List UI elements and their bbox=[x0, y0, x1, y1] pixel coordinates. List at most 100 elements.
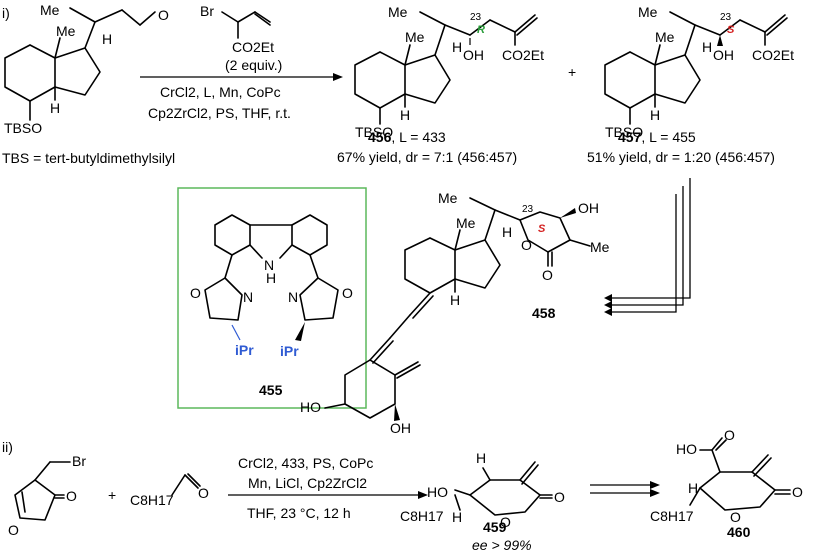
h-label: H bbox=[650, 107, 660, 123]
ligand-455: N H O N iPr O N iPr bbox=[190, 214, 353, 359]
conditions-2-line-1: CrCl2, 433, PS, CoPc bbox=[238, 455, 373, 471]
part-i-label: i) bbox=[2, 5, 10, 21]
yield-457: 51% yield, dr = 1:20 (456:457) bbox=[587, 149, 775, 165]
h-label: H bbox=[502, 224, 512, 240]
plus-sign: + bbox=[568, 64, 576, 80]
starting-aldehyde: Me H H Me O TBSO bbox=[4, 2, 169, 136]
oxygen-label: O bbox=[521, 237, 532, 253]
alkyl-chain-label: C8H17 bbox=[400, 508, 444, 524]
part-ii-label: ii) bbox=[2, 439, 13, 455]
h-label: H bbox=[452, 509, 462, 525]
bromine-label: Br bbox=[72, 453, 86, 469]
stereo-label: S bbox=[538, 223, 546, 235]
hydroxyl-label: OH bbox=[713, 47, 734, 63]
stereo-label: S bbox=[727, 24, 735, 36]
methyl-label: Me bbox=[438, 190, 458, 206]
position-label: 23 bbox=[470, 12, 482, 23]
nh-nitrogen-label: N bbox=[264, 257, 274, 273]
tbso-label: TBSO bbox=[605, 124, 643, 140]
h-label: H bbox=[688, 480, 698, 496]
svg-text:456, L = 433: 456, L = 433 bbox=[368, 129, 446, 145]
h-label: H bbox=[476, 450, 486, 466]
h-label: H bbox=[702, 39, 712, 55]
ligand-433-label: L = 433 bbox=[399, 129, 446, 145]
conditions-2-line-3: THF, 23 °C, 12 h bbox=[247, 505, 351, 521]
compound-456-label: 456 bbox=[368, 129, 392, 145]
conditions-2-line-2: Mn, LiCl, Cp2ZrCl2 bbox=[248, 475, 367, 491]
equiv-label: (2 equiv.) bbox=[225, 57, 282, 73]
hydroxyl-label: OH bbox=[578, 200, 599, 216]
stereo-label: R bbox=[477, 24, 485, 36]
conditions-line-2: Cp2ZrCl2, PS, THF, r.t. bbox=[148, 105, 291, 121]
hydroxyl-label: HO bbox=[427, 484, 448, 500]
ligand-455-label: L = 455 bbox=[649, 129, 696, 145]
compound-458: Me H H Me 23 S O O OH Me HO OH bbox=[300, 190, 610, 436]
ee-label: ee > 99% bbox=[472, 537, 532, 553]
alkyl-chain-label: C8H17 bbox=[650, 508, 694, 524]
methyl-label: Me bbox=[655, 29, 675, 45]
bromomethyl-butenolide: Br O O bbox=[8, 453, 86, 538]
bromine-label: Br bbox=[200, 3, 214, 19]
methyl-label: Me bbox=[638, 4, 658, 20]
compound-460-label: 460 bbox=[727, 524, 751, 540]
methyl-label: Me bbox=[56, 23, 76, 39]
oxygen-label: O bbox=[724, 427, 735, 443]
oxygen-label: O bbox=[792, 484, 803, 500]
yield-456: 67% yield, dr = 7:1 (456:457) bbox=[337, 149, 517, 165]
hydroxyl-label: OH bbox=[463, 47, 484, 63]
h-label: H bbox=[102, 31, 112, 47]
compound-458-label: 458 bbox=[532, 305, 556, 321]
multistep-arrow bbox=[604, 178, 691, 316]
nitrogen-label: N bbox=[243, 289, 253, 305]
methyl-label: Me bbox=[456, 215, 476, 231]
tbso-label: TBSO bbox=[355, 124, 393, 140]
conditions-line-1: CrCl2, L, Mn, CoPc bbox=[160, 84, 281, 100]
methyl-label: Me bbox=[40, 2, 60, 18]
alkyl-chain-label: C8H17 bbox=[130, 492, 174, 508]
methyl-label: Me bbox=[590, 239, 610, 255]
isopropyl-label: iPr bbox=[280, 343, 299, 359]
h-label: H bbox=[452, 39, 462, 55]
nh-hydrogen-label: H bbox=[266, 270, 276, 286]
tbso-label: TBSO bbox=[4, 120, 42, 136]
product-456: Me H H Me 23 R OH CO2Et TBSO bbox=[354, 4, 544, 140]
oxygen-label: O bbox=[342, 285, 353, 301]
isopropyl-label: iPr bbox=[235, 342, 254, 358]
h-label: H bbox=[450, 292, 460, 308]
nonanal: C8H17 O bbox=[130, 473, 209, 508]
hydroxyl-label: OH bbox=[390, 420, 411, 436]
position-label: 23 bbox=[720, 12, 732, 23]
compound-459-label: 459 bbox=[483, 519, 507, 535]
methyl-label: Me bbox=[388, 4, 408, 20]
product-460: HO O H O O C8H17 bbox=[650, 427, 803, 525]
hydroxyl-label: HO bbox=[676, 441, 697, 457]
oxygen-label: O bbox=[158, 7, 169, 23]
multistep-arrow bbox=[590, 481, 660, 497]
oxygen-label: O bbox=[730, 509, 741, 525]
oxygen-label: O bbox=[8, 522, 19, 538]
methyl-label: Me bbox=[405, 29, 425, 45]
arrowhead bbox=[333, 73, 343, 81]
ester-label: CO2Et bbox=[752, 47, 794, 63]
allyl-bromide-reagent: Br CO2Et (2 equiv.) bbox=[200, 3, 282, 73]
ester-label: CO2Et bbox=[232, 39, 274, 55]
product-459: H O O HO H C8H17 bbox=[400, 450, 565, 530]
product-457: Me H H Me 23 S OH CO2Et TBSO bbox=[604, 4, 794, 140]
oxygen-label: O bbox=[66, 488, 77, 504]
tbs-definition: TBS = tert-butyldimethylsilyl bbox=[2, 150, 175, 166]
h-label: H bbox=[50, 100, 60, 116]
svg-text:457, L = 455: 457, L = 455 bbox=[618, 129, 696, 145]
h-label: H bbox=[400, 107, 410, 123]
oxygen-label: O bbox=[554, 489, 565, 505]
compound-455-label: 455 bbox=[259, 382, 283, 398]
oxygen-label: O bbox=[198, 485, 209, 501]
compound-457-label: 457 bbox=[618, 129, 642, 145]
hydroxyl-label: HO bbox=[300, 399, 321, 415]
arrowhead bbox=[418, 491, 428, 499]
ligand-455-box bbox=[177, 187, 367, 409]
position-label: 23 bbox=[522, 204, 534, 215]
plus-sign: + bbox=[108, 487, 116, 503]
oxygen-label: O bbox=[500, 514, 511, 530]
nitrogen-label: N bbox=[288, 289, 298, 305]
